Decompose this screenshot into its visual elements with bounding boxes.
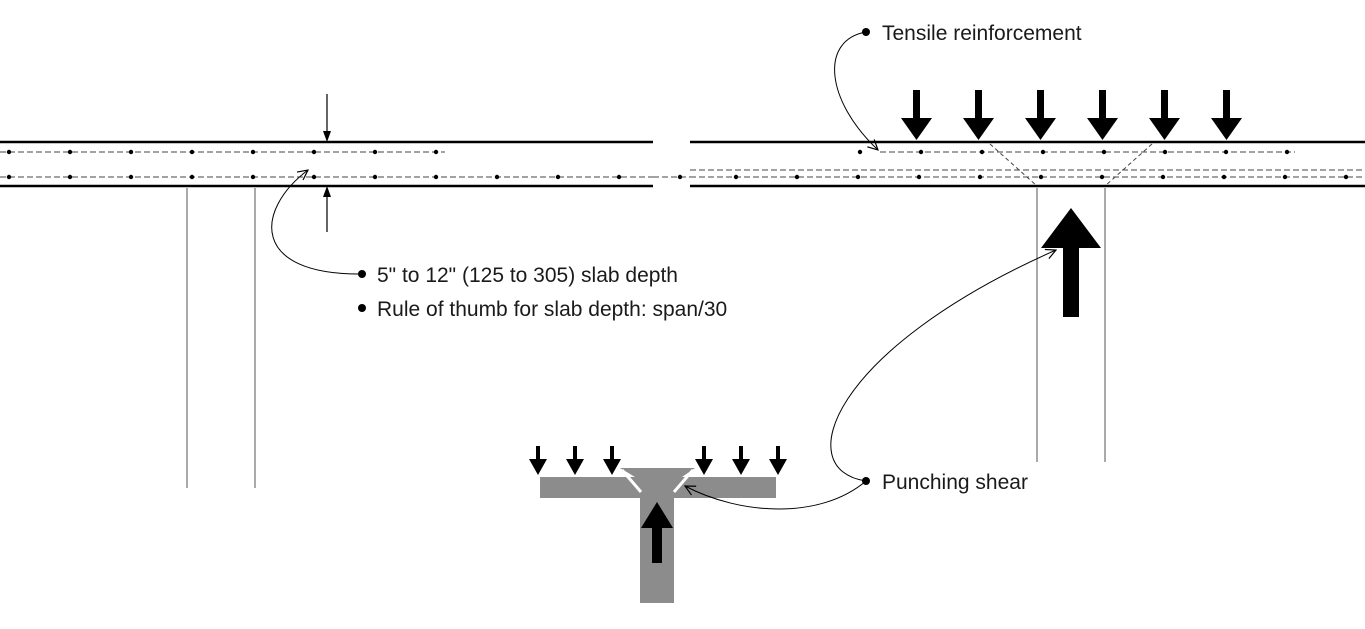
load-arrow: [901, 90, 932, 140]
bullet-dot: [862, 477, 870, 485]
left-top-rebar-dots: [6, 149, 439, 155]
gap-rebar-dot: [677, 174, 683, 180]
right-column: [1036, 188, 1106, 462]
tensile-label: Tensile reinforcement: [882, 22, 1082, 45]
punching-shear-detail: [529, 446, 787, 603]
left-column: [186, 188, 256, 488]
shear-cone-lines: [989, 143, 1153, 187]
load-arrow: [1211, 90, 1242, 140]
right-bottom-rebar-dots: [733, 174, 1349, 180]
slab-depth-leader: [271, 170, 363, 275]
right-slab: [690, 90, 1365, 462]
load-arrow: [1149, 90, 1180, 140]
right-top-rebar-dots: [857, 149, 1290, 155]
bullet-dot: [358, 304, 366, 312]
load-arrow: [1025, 90, 1056, 140]
punching-shear-label: Punching shear: [882, 471, 1028, 494]
load-arrow: [1087, 90, 1118, 140]
load-arrows: [901, 90, 1242, 140]
detail-load-arrows: [529, 446, 787, 475]
reaction-arrow: [1041, 208, 1101, 317]
bullet-dot: [862, 28, 870, 36]
bullet-dot: [358, 270, 366, 278]
annotation-punching: Punching shear: [862, 471, 1028, 494]
rule-of-thumb-label: Rule of thumb for slab depth: span/30: [377, 298, 727, 321]
annotation-tensile: Tensile reinforcement: [862, 22, 1082, 45]
slab-depth-dimension: [323, 94, 331, 232]
leader-lines: [271, 31, 1056, 510]
left-slab: [0, 94, 653, 488]
slab-depth-label: 5" to 12" (125 to 305) slab depth: [377, 264, 678, 287]
tensile-leader: [834, 31, 878, 150]
left-bottom-rebar-dots: [6, 174, 622, 180]
load-arrow: [963, 90, 994, 140]
punching-leader-to-detail: [685, 480, 867, 510]
detail-reaction-arrow: [641, 502, 673, 563]
punching-leader-to-column: [830, 250, 1056, 482]
annotation-slab-depth: 5" to 12" (125 to 305) slab depth Rule o…: [358, 264, 727, 321]
